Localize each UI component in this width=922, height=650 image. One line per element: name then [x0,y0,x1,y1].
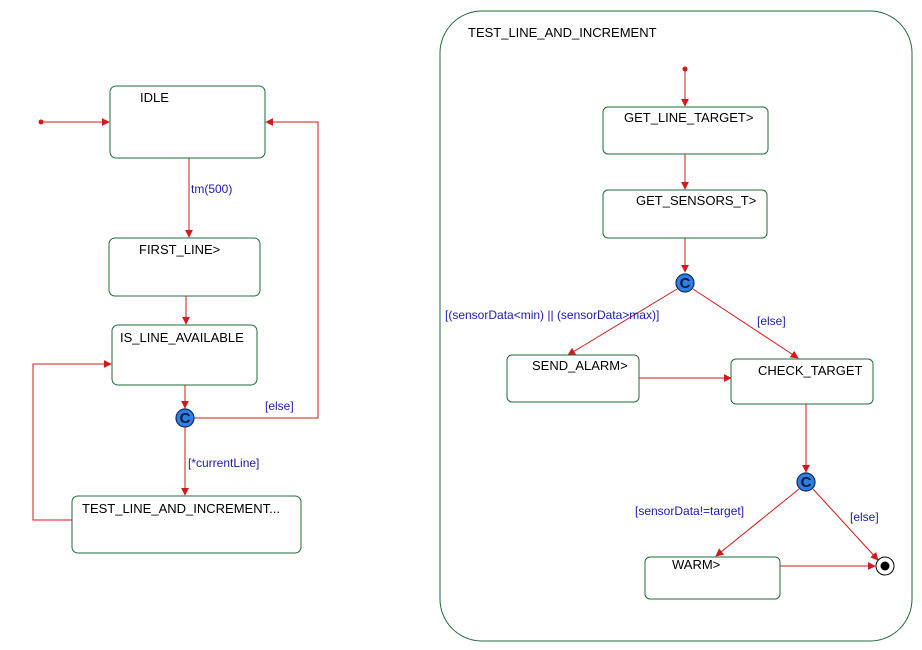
transition-connector-check-target [692,288,799,359]
choice-connector-right-1[interactable]: C [675,273,695,293]
final-node [875,556,895,576]
state-check-target-label: CHECK_TARGET [758,363,863,378]
state-is-line-available[interactable]: IS_LINE_AVAILABLE [111,324,258,386]
label-range-guard: [(sensorData<min) || (sensorData>max)] [445,308,659,322]
state-idle[interactable]: IDLE [109,85,266,159]
composite-state-test-line-and-increment: TEST_LINE_AND_INCREMENT GET_LINE_TARGET>… [439,10,913,642]
choice-connector-right-2[interactable]: C [796,472,816,492]
initial-node [38,119,44,125]
transition-connector-send-alarm [567,288,678,356]
state-get-line-target-label: GET_LINE_TARGET> [624,110,753,125]
state-idle-label: IDLE [140,90,169,105]
label-else-right-2: [else] [850,510,879,524]
label-target-guard: [sensorData!=target] [635,504,744,518]
transition-connector-idle-else [194,118,319,419]
label-else-left: [else] [265,399,294,413]
label-else-right-1: [else] [757,314,786,328]
label-current-line: [*currentLine] [188,456,259,470]
choice-connector-right-1-letter: C [680,275,691,292]
state-get-sensors[interactable]: GET_SENSORS_T> [602,189,768,239]
state-check-target[interactable]: CHECK_TARGET [730,358,874,405]
state-get-line-target[interactable]: GET_LINE_TARGET> [602,106,769,155]
composite-state-frame[interactable] [439,10,913,642]
state-get-sensors-label: GET_SENSORS_T> [636,193,756,208]
state-warm[interactable]: WARM> [644,556,781,600]
state-warm-label: WARM> [672,557,720,572]
state-send-alarm-label: SEND_ALARM> [532,358,628,373]
composite-state-title: TEST_LINE_AND_INCREMENT [468,25,657,40]
state-test-line-and-increment-label: TEST_LINE_AND_INCREMENT... [82,501,280,516]
state-send-alarm[interactable]: SEND_ALARM> [506,354,640,403]
left-diagram: IDLE tm(500) FIRST_LINE> IS_LINE_AVAILAB… [32,85,319,554]
transition-test-line-is-line-available [32,360,112,521]
choice-connector-left[interactable]: C [175,408,195,428]
transition-connector-final [812,488,879,561]
label-timeout: tm(500) [191,182,232,196]
choice-connector-left-letter: C [180,410,191,427]
choice-connector-right-2-letter: C [801,474,812,491]
transition-connector-warm [715,488,800,557]
initial-node-right [682,66,688,72]
state-is-line-available-label: IS_LINE_AVAILABLE [120,330,244,345]
state-test-line-and-increment[interactable]: TEST_LINE_AND_INCREMENT... [71,495,302,554]
state-first-line[interactable]: FIRST_LINE> [108,237,261,297]
state-first-line-label: FIRST_LINE> [139,242,220,257]
